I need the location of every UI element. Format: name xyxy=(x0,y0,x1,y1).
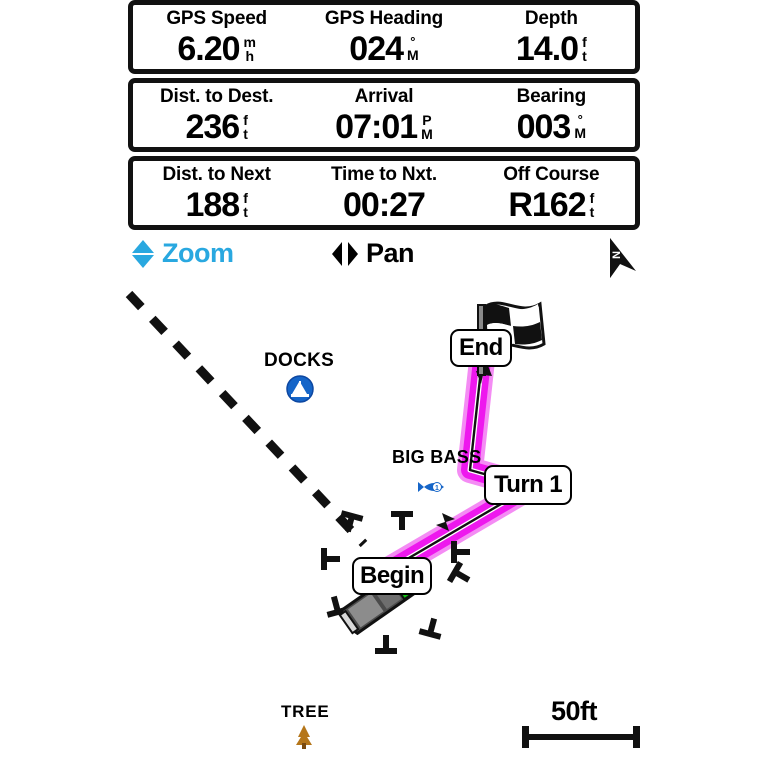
data-cell-value-row: 14.0 f t xyxy=(516,31,587,67)
data-cell-depth[interactable]: Depth 14.0 f t xyxy=(468,5,635,69)
big-bass-poi-label: BIG BASS xyxy=(392,447,482,467)
tree-poi-label: TREE xyxy=(281,702,330,721)
zoom-control-label: Zoom xyxy=(162,238,234,268)
unit-line-2: t xyxy=(243,125,248,142)
left-right-arrows-icon xyxy=(332,240,358,268)
waypoint-label-turn-1[interactable]: Turn 1 xyxy=(484,465,572,505)
map-scale-bar xyxy=(522,726,640,748)
data-cell-value-row: 024 ° M xyxy=(349,31,418,67)
unit-line-1: m xyxy=(243,33,256,50)
data-cell-label: Depth xyxy=(524,7,578,29)
data-cell-value-row: 00:27 xyxy=(343,185,426,224)
data-cell-value: R162 xyxy=(508,185,586,224)
unit-line-1: f xyxy=(243,189,248,206)
data-cell-units: f t xyxy=(243,113,248,141)
data-cell-value: 14.0 xyxy=(515,29,579,68)
shoreline-dashed-line xyxy=(125,290,368,548)
unit-line-2: M xyxy=(407,47,419,63)
unit-line-2: t xyxy=(582,47,587,64)
degree-symbol-icon: ° xyxy=(410,34,416,49)
data-cell-arrival[interactable]: Arrival 07:01 P M xyxy=(300,83,467,147)
data-cell-value: 188 xyxy=(185,185,240,224)
data-cell-label: Arrival xyxy=(354,85,414,107)
data-cell-value-row: 6.20 m h xyxy=(177,31,256,67)
data-cell-value: 003 xyxy=(516,107,572,146)
pine-tree-marker-icon[interactable] xyxy=(296,725,312,749)
chart-map-area[interactable]: 1 xyxy=(0,282,768,768)
data-cell-value: 024 xyxy=(349,29,404,68)
data-cell-off-course[interactable]: Off Course R162 f t xyxy=(468,161,635,225)
map-control-bar: Zoom Pan xyxy=(0,236,768,282)
data-row-2: Dist. to Dest. 236 f t Arrival 07:01 P M… xyxy=(128,78,640,152)
up-down-arrows-icon xyxy=(132,239,154,269)
data-cell-units: f t xyxy=(243,191,248,219)
data-cell-label: Time to Nxt. xyxy=(330,163,437,185)
data-cell-units: f t xyxy=(590,191,595,219)
data-cell-bearing[interactable]: Bearing 003 ° M xyxy=(468,83,635,147)
svg-text:N: N xyxy=(610,251,622,259)
north-arrow-icon: N xyxy=(610,238,636,278)
sailboat-marker-icon[interactable] xyxy=(286,375,314,403)
data-row-3: Dist. to Next 188 f t Time to Nxt. 00:27… xyxy=(128,156,640,230)
fish-marker-icon[interactable]: 1 xyxy=(418,482,444,492)
pan-control-label: Pan xyxy=(366,238,415,268)
unit-line-2: t xyxy=(243,203,248,220)
data-cell-label: GPS Speed xyxy=(166,7,267,29)
data-cell-time-to-next[interactable]: Time to Nxt. 00:27 xyxy=(300,161,467,225)
data-cell-value: 07:01 xyxy=(335,107,418,146)
data-cell-label: Bearing xyxy=(516,85,587,107)
data-cell-label: Dist. to Next xyxy=(162,163,271,185)
data-cell-value-row: 003 ° M xyxy=(517,109,586,145)
unit-line-1: f xyxy=(243,111,248,128)
data-cell-value-row: 188 f t xyxy=(185,187,247,223)
data-cell-gps-speed[interactable]: GPS Speed 6.20 m h xyxy=(133,5,300,69)
data-cell-value: 00:27 xyxy=(343,185,426,224)
map-scale-label: 50ft xyxy=(551,696,598,726)
data-cell-value-row: 236 f t xyxy=(185,109,247,145)
data-cell-dist-to-dest[interactable]: Dist. to Dest. 236 f t xyxy=(133,83,300,147)
waypoint-label-begin[interactable]: Begin xyxy=(352,557,432,595)
data-cell-dist-to-next[interactable]: Dist. to Next 188 f t xyxy=(133,161,300,225)
waypoint-label-end[interactable]: End xyxy=(450,329,512,367)
data-cell-label: Off Course xyxy=(503,163,600,185)
data-cell-gps-heading[interactable]: GPS Heading 024 ° M xyxy=(300,5,467,69)
data-cell-value: 6.20 xyxy=(177,29,240,68)
data-cell-units: ° M xyxy=(407,35,419,62)
docks-poi-label: DOCKS xyxy=(264,350,335,371)
svg-text:1: 1 xyxy=(435,485,439,492)
data-cell-label: Dist. to Dest. xyxy=(160,85,274,107)
data-cell-value-row: R162 f t xyxy=(508,187,594,223)
navigation-data-panel: GPS Speed 6.20 m h GPS Heading 024 ° M D… xyxy=(128,0,640,234)
unit-line-2: h xyxy=(245,47,255,64)
unit-line-2: M xyxy=(421,125,433,142)
pan-control[interactable]: Pan xyxy=(332,238,415,269)
unit-line-1: f xyxy=(582,33,587,50)
data-cell-value-row: 07:01 P M xyxy=(335,109,433,145)
zoom-control[interactable]: Zoom xyxy=(132,238,234,269)
data-cell-label: GPS Heading xyxy=(324,7,444,29)
data-cell-units: f t xyxy=(582,35,587,63)
unit-line-2: t xyxy=(589,203,595,220)
unit-line-1: f xyxy=(589,189,595,206)
unit-line-2: M xyxy=(574,125,587,141)
stump-hazard-markers xyxy=(321,510,471,654)
data-cell-units: P M xyxy=(421,113,433,141)
data-cell-units: m h xyxy=(244,35,256,63)
data-cell-units: ° M xyxy=(574,113,586,140)
data-cell-value: 236 xyxy=(185,107,240,146)
data-row-1: GPS Speed 6.20 m h GPS Heading 024 ° M D… xyxy=(128,0,640,74)
unit-line-1: P xyxy=(422,111,432,128)
degree-symbol-icon: ° xyxy=(577,112,583,127)
